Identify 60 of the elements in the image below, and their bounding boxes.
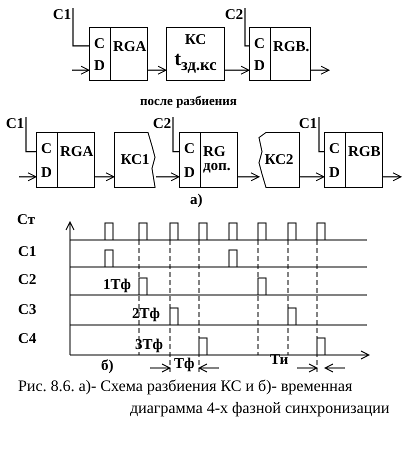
phase-label: 3Тф: [135, 337, 163, 353]
register-name: RGA: [113, 40, 147, 54]
signal-name: C3: [18, 302, 36, 318]
phase-label: 2Тф: [132, 306, 160, 322]
logic-block: [258, 132, 300, 188]
pin-label: D: [329, 165, 340, 181]
logic-block: [166, 27, 225, 81]
register-box: [89, 27, 148, 81]
register-name: RGB.: [273, 40, 310, 54]
register-box: [179, 132, 238, 188]
register-box: [249, 27, 311, 81]
clock-name: C1: [298, 116, 318, 132]
register-name: RGA: [60, 145, 94, 159]
register-name: RG доп.: [203, 145, 232, 173]
pin-label: C: [329, 141, 340, 157]
signal-name: C1: [18, 244, 36, 260]
arrow: [148, 66, 166, 75]
clock-name: C1: [6, 116, 24, 132]
arrow: [19, 172, 36, 182]
panel-label: б): [101, 358, 114, 374]
clock-name: C2: [152, 116, 172, 132]
pin-label: C: [94, 36, 105, 52]
pin-label: D: [184, 165, 195, 181]
block-name: t$_{зд.кс}$: [174, 48, 217, 76]
arrow: [238, 172, 260, 182]
arrow: [311, 66, 330, 75]
pin-label: D: [254, 58, 265, 74]
figure-caption: Рис. 8.6. а)- Схема разбиения КС и б)- временная диаграмма 4-х фазной синхронизации: [18, 377, 390, 419]
arrow: [383, 172, 402, 182]
note: после разбиения: [140, 93, 237, 109]
arrow: [300, 172, 324, 182]
signal-name: Ст: [17, 212, 36, 228]
arrow: [95, 172, 114, 182]
panel-label: а): [190, 192, 202, 208]
block-name: КС1: [120, 152, 150, 168]
register-box: [324, 132, 383, 188]
clock-name: C2: [224, 7, 244, 23]
clock-line: [244, 8, 249, 46]
pin-label: D: [41, 165, 52, 181]
logic-block: [114, 132, 156, 188]
pin-label: C: [254, 36, 265, 52]
register-name: RGB: [348, 145, 382, 159]
clock-name: C1: [52, 7, 72, 23]
pin-label: C: [41, 141, 52, 157]
signal-name: C2: [18, 272, 36, 288]
register-box: [36, 132, 95, 188]
arrow: [156, 172, 180, 182]
clock-line: [25, 117, 36, 152]
clock-line: [172, 117, 179, 152]
arrow: [225, 66, 250, 75]
arrow: [72, 66, 90, 75]
pin-label: D: [94, 58, 105, 74]
block-name: КС2: [264, 152, 294, 168]
block-name: КС: [184, 32, 206, 48]
signal-name: C4: [18, 331, 36, 347]
pin-label: C: [184, 141, 195, 157]
clock-line: [72, 8, 89, 46]
clock-line: [318, 117, 324, 152]
phase-label: 1Тф: [103, 277, 131, 293]
dimension-label: Тф: [174, 356, 194, 372]
